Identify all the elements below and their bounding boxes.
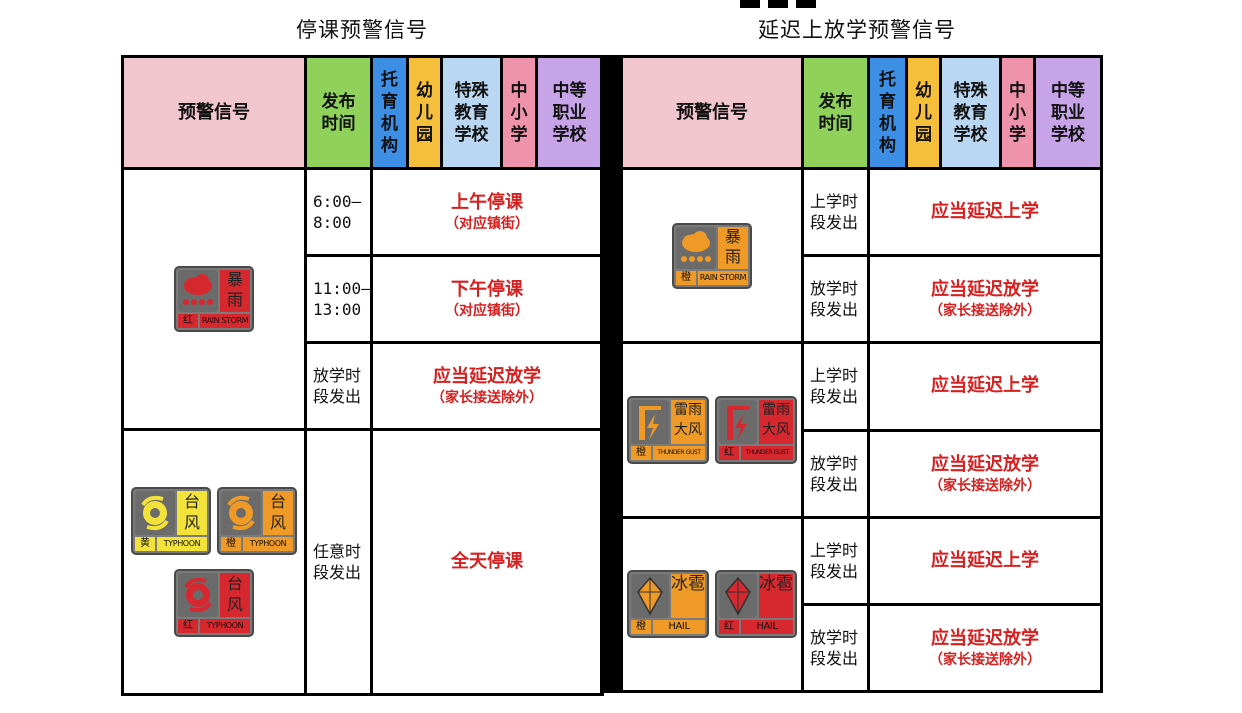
hailstone-icon xyxy=(631,574,669,619)
action-cell: 应当延迟上学 xyxy=(867,167,1103,258)
cloud-rain-icon xyxy=(676,226,716,269)
rainstorm-orange-icon: 暴雨 橙 RAIN STORM xyxy=(672,222,752,289)
time-cell: 放学时段发出 xyxy=(801,602,870,694)
time-cell: 6:00–8:00 xyxy=(304,167,373,257)
delay-table: 预警信号 发布时间 托育机构 幼儿园 特殊教育学校 中小学 中等职业学校 暴雨 … xyxy=(620,54,1103,694)
header-tuoyu: 托育机构 xyxy=(370,55,409,170)
header-teshu: 特殊教育学校 xyxy=(440,55,503,170)
time-cell: 放学时段发出 xyxy=(304,341,373,431)
typhoon-red-icon: 台风 红 TYPHOON xyxy=(174,569,254,637)
hail-red-icon: 冰雹 红 HAIL xyxy=(715,570,797,639)
signal-cell-thunder: 雷雨大风 橙 THUNDER GUST 雷雨大风 红 THUNDER GUST xyxy=(620,341,804,519)
thunder-orange-icon: 雷雨大风 橙 THUNDER GUST xyxy=(627,396,709,465)
left-table-title: 停课预警信号 xyxy=(296,18,428,42)
time-cell: 上学时段发出 xyxy=(801,341,870,432)
header-youer: 幼儿园 xyxy=(406,55,443,170)
center-divider xyxy=(600,55,622,693)
header-signal: 预警信号 xyxy=(121,55,307,170)
right-table-title: 延迟上放学预警信号 xyxy=(758,18,956,42)
signal-cell-hail: 冰雹 橙 HAIL 冰雹 红 HAIL xyxy=(620,515,804,694)
thunder-red-icon: 雷雨大风 红 THUNDER GUST xyxy=(715,396,797,465)
action-cell: 应当延迟放学（家长接送除外） xyxy=(867,602,1103,694)
time-cell: 上学时段发出 xyxy=(801,515,870,606)
action-cell: 下午停课（对应镇街） xyxy=(370,254,604,344)
time-cell: 上学时段发出 xyxy=(801,167,870,258)
time-cell: 11:00–13:00 xyxy=(304,254,373,344)
cropped-heading-fragment xyxy=(740,0,835,8)
typhoon-yellow-icon: 台风 黄 TYPHOON xyxy=(131,487,211,555)
signal-cell-rainstorm: 暴雨 橙 RAIN STORM xyxy=(620,167,804,345)
time-cell: 任意时段发出 xyxy=(304,428,373,696)
header-zhongxiao: 中小学 xyxy=(500,55,538,170)
typhoon-icon xyxy=(135,491,175,535)
typhoon-icon xyxy=(221,491,261,535)
hailstone-icon xyxy=(719,574,757,619)
lightning-icon xyxy=(631,400,669,445)
suspension-table: 预警信号 发布时间 托育机构 幼儿园 特殊教育学校 中小学 中等职业学校 暴雨 … xyxy=(121,55,604,696)
time-cell: 放学时段发出 xyxy=(801,428,870,519)
time-cell: 放学时段发出 xyxy=(801,254,870,345)
signal-cell-rainstorm: 暴雨 红 RAIN STORM xyxy=(121,167,307,431)
header-zhongxiao: 中小学 xyxy=(999,54,1036,171)
cloud-rain-icon xyxy=(178,270,218,312)
header-youer: 幼儿园 xyxy=(905,54,942,171)
typhoon-orange-icon: 台风 橙 TYPHOON xyxy=(217,487,297,555)
signal-cell-typhoon: 台风 黄 TYPHOON 台风 橙 TYPHOON 台风 红 TYPHOON xyxy=(121,428,307,696)
action-cell: 应当延迟放学（家长接送除外） xyxy=(867,428,1103,519)
action-cell: 应当延迟放学（家长接送除外） xyxy=(867,254,1103,345)
header-signal: 预警信号 xyxy=(620,54,804,171)
hail-orange-icon: 冰雹 橙 HAIL xyxy=(627,570,709,639)
action-cell: 应当延迟放学（家长接送除外） xyxy=(370,341,604,431)
action-cell: 上午停课（对应镇街） xyxy=(370,167,604,257)
header-time: 发布时间 xyxy=(801,54,870,171)
typhoon-icon xyxy=(178,573,218,617)
action-cell: 应当延迟上学 xyxy=(867,341,1103,432)
header-tuoyu: 托育机构 xyxy=(867,54,908,171)
rainstorm-red-icon: 暴雨 红 RAIN STORM xyxy=(174,266,254,332)
action-cell: 应当延迟上学 xyxy=(867,515,1103,606)
header-time: 发布时间 xyxy=(304,55,373,170)
lightning-icon xyxy=(719,400,757,445)
action-cell: 全天停课 xyxy=(370,428,604,696)
header-zhongzhi: 中等职业学校 xyxy=(1033,54,1103,171)
header-teshu: 特殊教育学校 xyxy=(939,54,1002,171)
header-zhongzhi: 中等职业学校 xyxy=(535,55,604,170)
